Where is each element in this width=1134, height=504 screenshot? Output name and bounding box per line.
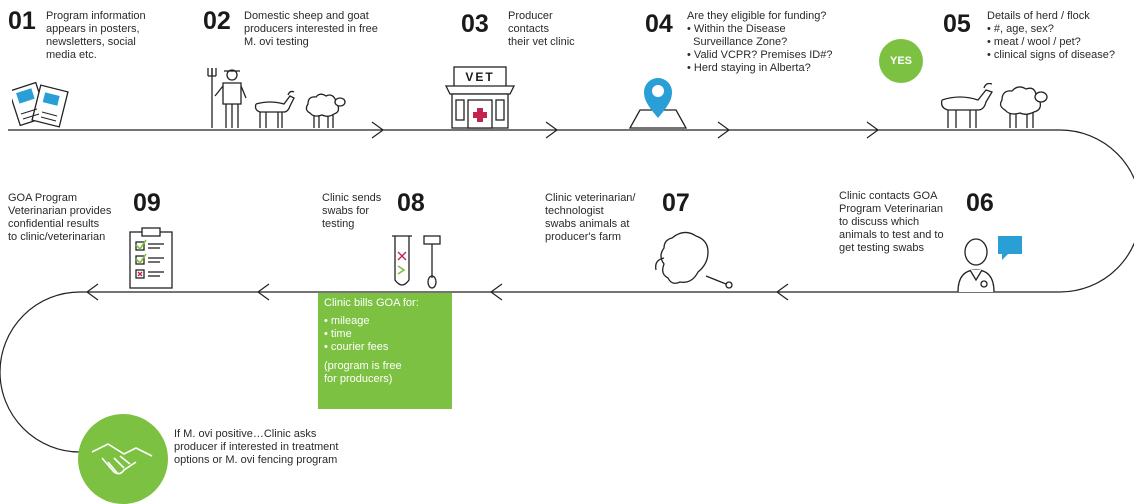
vet-sign: VET xyxy=(465,70,495,84)
billing-item: time xyxy=(324,328,446,341)
farmer-icon xyxy=(207,68,247,128)
sheep-icon xyxy=(999,86,1048,128)
bullet-text: Valid VCPR? Premises ID#? xyxy=(693,49,833,61)
billing-item: mileage xyxy=(324,315,446,328)
flow-diagram: 01 Program information appears in poster… xyxy=(0,0,1134,479)
flow-connector xyxy=(0,121,1134,453)
billing-title: Clinic bills GOA for: xyxy=(324,297,419,309)
yes-badge: YES xyxy=(879,39,923,83)
doctor-chat-icon xyxy=(957,236,1022,292)
step-number: 01 xyxy=(8,7,36,35)
bullet-item: • Valid VCPR? Premises ID#? xyxy=(687,49,833,61)
arrow-left xyxy=(85,283,99,301)
arrow-right xyxy=(717,121,731,139)
handshake-icon xyxy=(78,414,168,504)
bullet-item: • #, age, sex? xyxy=(987,23,1054,35)
newspaper-icon xyxy=(12,81,69,128)
goat-icon xyxy=(254,90,295,128)
step-text: Details of herd / flock • #, age, sex? •… xyxy=(987,10,1115,62)
arrow-left xyxy=(775,283,789,301)
arrow-right xyxy=(545,121,559,139)
step-text: Producer contacts their vet clinic xyxy=(508,10,575,48)
step-text: Are they eligible for funding? • Within … xyxy=(687,10,833,75)
arrow-right xyxy=(371,121,385,139)
step-number: 08 xyxy=(397,189,425,217)
arrow-left xyxy=(489,283,503,301)
billing-item: courier fees xyxy=(324,341,446,354)
step-title: Are they eligible for funding? xyxy=(687,10,827,22)
step-number: 03 xyxy=(461,10,489,38)
step-number: 05 xyxy=(943,10,971,38)
bullet-text: clinical signs of disease? xyxy=(993,49,1115,61)
bullet-item: • meat / wool / pet? xyxy=(987,36,1081,48)
bullet-text: #, age, sex? xyxy=(993,23,1054,35)
bullet-text: Herd staying in Alberta? xyxy=(693,62,811,74)
billing-note: (program is free for producers) xyxy=(324,360,402,385)
step-number: 06 xyxy=(966,189,994,217)
checklist-icon xyxy=(129,227,173,289)
bullet-item: • Within the Disease Surveillance Zone? xyxy=(687,23,788,48)
step-text: GOA Program Veterinarian provides confid… xyxy=(8,192,112,243)
arrow-right xyxy=(866,121,880,139)
step-number: 04 xyxy=(645,10,673,38)
sheep-icon xyxy=(305,93,346,128)
location-pin-icon xyxy=(628,78,688,129)
step-number: 09 xyxy=(133,189,161,217)
goat-icon xyxy=(940,82,993,128)
step-text: Domestic sheep and goat producers intere… xyxy=(244,10,378,48)
step-text: Program information appears in posters, … xyxy=(46,10,146,61)
bullet-item: • clinical signs of disease? xyxy=(987,49,1115,61)
arrow-left xyxy=(256,283,270,301)
final-text: If M. ovi positive…Clinic asks producer … xyxy=(174,428,339,466)
test-tube-swab-icon xyxy=(392,235,441,289)
bullet-item: • Herd staying in Alberta? xyxy=(687,62,811,74)
step-text: Clinic sends swabs for testing xyxy=(322,192,382,230)
step-text: Clinic veterinarian/ technologist swabs … xyxy=(545,192,636,243)
sheep-head-swab-icon xyxy=(655,231,733,289)
step-number: 02 xyxy=(203,7,231,35)
billing-box: Clinic bills GOA for: mileage time couri… xyxy=(318,293,452,409)
step-text: Clinic contacts GOA Program Veterinarian… xyxy=(839,190,944,254)
vet-clinic-icon: VET xyxy=(444,64,516,130)
step-title: Details of herd / flock xyxy=(987,10,1090,22)
bullet-text: Within the Disease Surveillance Zone? xyxy=(693,23,788,48)
bullet-text: meat / wool / pet? xyxy=(993,36,1081,48)
step-number: 07 xyxy=(662,189,690,217)
